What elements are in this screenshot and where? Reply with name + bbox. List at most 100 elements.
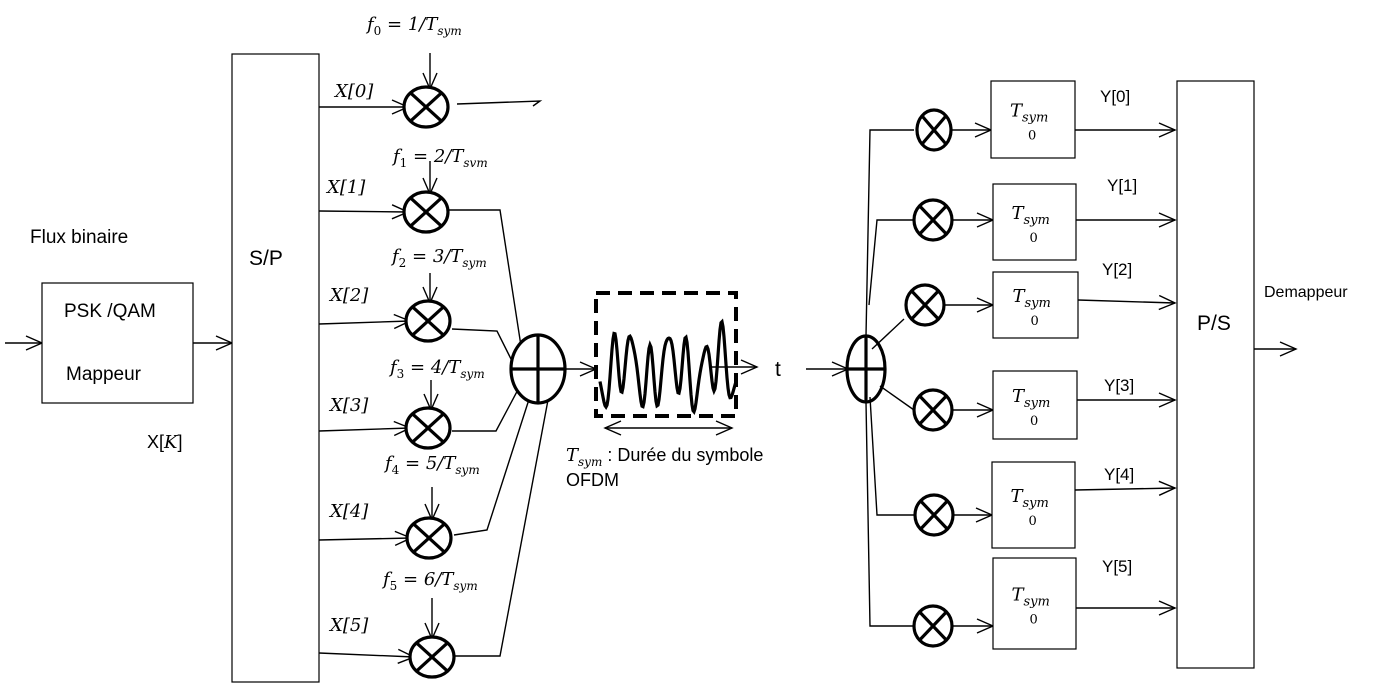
freq-label-5: f5 = 6/Tsym bbox=[381, 569, 478, 593]
integrator-out-arrow-2 bbox=[1077, 294, 1177, 311]
x-label-4: X[4] bbox=[328, 501, 369, 522]
mixer-1-cross-b bbox=[409, 196, 443, 228]
ps-block bbox=[1176, 80, 1255, 669]
time-label: t bbox=[775, 358, 781, 381]
rx-mixer-5 bbox=[912, 604, 954, 648]
sp-block bbox=[231, 53, 320, 683]
integrator-label-0: Tsym bbox=[1010, 101, 1048, 126]
sum-line-2 bbox=[451, 328, 515, 366]
ofdm-waveform bbox=[598, 318, 738, 416]
rx-feed-3 bbox=[879, 385, 915, 411]
mixer-2-cross-b bbox=[411, 305, 445, 337]
rx-mixer-4 bbox=[913, 493, 955, 537]
symbol-duration-label: Tsym : Durée du symbole bbox=[566, 445, 763, 469]
mixer-1 bbox=[402, 190, 450, 234]
x-label-0: X[0] bbox=[333, 81, 374, 102]
rx-mixer-3-cross-b bbox=[918, 394, 948, 426]
y-label-2: Y[2] bbox=[1102, 260, 1132, 279]
integrator-out-arrow-4 bbox=[1074, 480, 1177, 496]
receiver-branch-2: Tsym 0 Y[2] bbox=[871, 260, 1177, 350]
rx-feed-0 bbox=[865, 129, 914, 337]
x-label-1: X[1] bbox=[325, 177, 366, 198]
demapper-label: Demappeur bbox=[1264, 284, 1348, 301]
y-label-4: Y[4] bbox=[1104, 465, 1134, 484]
rx-mixer-0 bbox=[915, 108, 953, 152]
x-label-5: X[5] bbox=[328, 615, 369, 636]
sum-line-4 bbox=[453, 389, 533, 536]
integrator-box-4 bbox=[991, 461, 1076, 549]
rx-mixer-1-cross-b bbox=[918, 204, 948, 236]
freq-label-2: f2 = 3/Tsym bbox=[390, 246, 487, 270]
freq-label-0: f0 = 1/Tsym bbox=[365, 14, 462, 38]
rx-feed-5 bbox=[865, 401, 914, 627]
rx-feed-1 bbox=[868, 219, 914, 306]
integrator-limit-3: 0 bbox=[1030, 414, 1038, 429]
integrator-label-5: Tsym bbox=[1012, 585, 1050, 610]
x-label-2: X[2] bbox=[328, 285, 369, 306]
rx-feed-4 bbox=[869, 396, 915, 516]
transmit-summer bbox=[509, 333, 598, 405]
symbol-duration-ofdm: OFDM bbox=[566, 470, 619, 490]
mixer-3-cross-b bbox=[411, 412, 445, 444]
integrator-box-3 bbox=[992, 370, 1078, 440]
freq-label-4: f4 = 5/Tsym bbox=[383, 453, 480, 477]
mapper-block bbox=[41, 282, 194, 404]
integrator-label-2: Tsym bbox=[1013, 286, 1051, 311]
mixer-4 bbox=[405, 516, 453, 560]
integrator-label-4: Tsym bbox=[1011, 486, 1049, 511]
integrator-limit-4: 0 bbox=[1029, 514, 1037, 529]
rx-summer-symbol bbox=[845, 334, 887, 404]
input-line-5 bbox=[318, 648, 416, 664]
integrator-box-5 bbox=[992, 557, 1077, 650]
input-line-3 bbox=[318, 420, 412, 437]
modulator-branch-3: X[3]f3 = 4/Tsym bbox=[318, 357, 522, 450]
ps-label: P/S bbox=[1197, 312, 1231, 335]
input-line-1 bbox=[318, 204, 410, 220]
flux-binaire-label: Flux binaire bbox=[30, 227, 128, 248]
integrator-limit-2: 0 bbox=[1031, 314, 1039, 329]
mixer-3 bbox=[404, 406, 452, 450]
receiver-branch-0: Tsym 0 Y[0] bbox=[865, 80, 1177, 337]
receiver-branches: Tsym0Y[0]Tsym0Y[1]Tsym0Y[2]Tsym0Y[3]Tsym… bbox=[865, 80, 1177, 650]
integrator-box-1 bbox=[992, 183, 1077, 261]
y-label-5: Y[5] bbox=[1102, 557, 1132, 576]
y-label-1: Y[1] bbox=[1107, 176, 1137, 195]
ofdm-symbol-box bbox=[594, 291, 738, 418]
rx-mixer-2 bbox=[904, 283, 946, 327]
rx-feed-2 bbox=[871, 318, 905, 350]
mixer-2 bbox=[404, 299, 452, 343]
integrator-limit-0: 0 bbox=[1028, 129, 1036, 144]
freq-label-1: f1 = 2/Tsvm bbox=[391, 146, 488, 170]
integrator-box-0 bbox=[990, 80, 1076, 159]
input-line-4 bbox=[318, 530, 413, 546]
receive-summer bbox=[845, 334, 887, 404]
modulator-branch-4: X[4] f4 = 5/Tsym bbox=[318, 389, 533, 560]
rx-mixer-1 bbox=[912, 198, 954, 242]
rx-mixer-2-cross-b bbox=[910, 289, 940, 321]
tx-summer-symbol bbox=[509, 333, 567, 405]
sum-line-0 bbox=[456, 100, 543, 107]
mapper-line2: Mappeur bbox=[66, 364, 142, 385]
modulator-branch-2: X[2] f2 = 3/Tsym bbox=[318, 246, 515, 366]
freq-label-3: f3 = 4/Tsym bbox=[388, 357, 485, 381]
integrator-limit-1: 0 bbox=[1030, 231, 1038, 246]
mixer-5 bbox=[408, 635, 456, 679]
integrator-label-3: Tsym bbox=[1012, 386, 1050, 411]
rx-mixer-5-cross-b bbox=[918, 610, 948, 642]
mapper-line1: PSK /QAM bbox=[64, 301, 156, 322]
modulator-branch-1: X[1] f1 = 2/Tsvm bbox=[318, 146, 522, 347]
sum-line-1 bbox=[447, 209, 522, 347]
mixer-0-cross-b bbox=[409, 91, 443, 123]
mixer-4-cross-b bbox=[412, 522, 446, 554]
modulator-branch-5: X[5] f5 = 6/Tsym bbox=[318, 399, 549, 679]
input-line-2 bbox=[318, 313, 412, 330]
mixer-5-cross-b bbox=[415, 641, 449, 673]
integrator-limit-5: 0 bbox=[1030, 613, 1038, 628]
sum-line-5 bbox=[454, 399, 549, 657]
y-label-0: Y[0] bbox=[1100, 87, 1130, 106]
